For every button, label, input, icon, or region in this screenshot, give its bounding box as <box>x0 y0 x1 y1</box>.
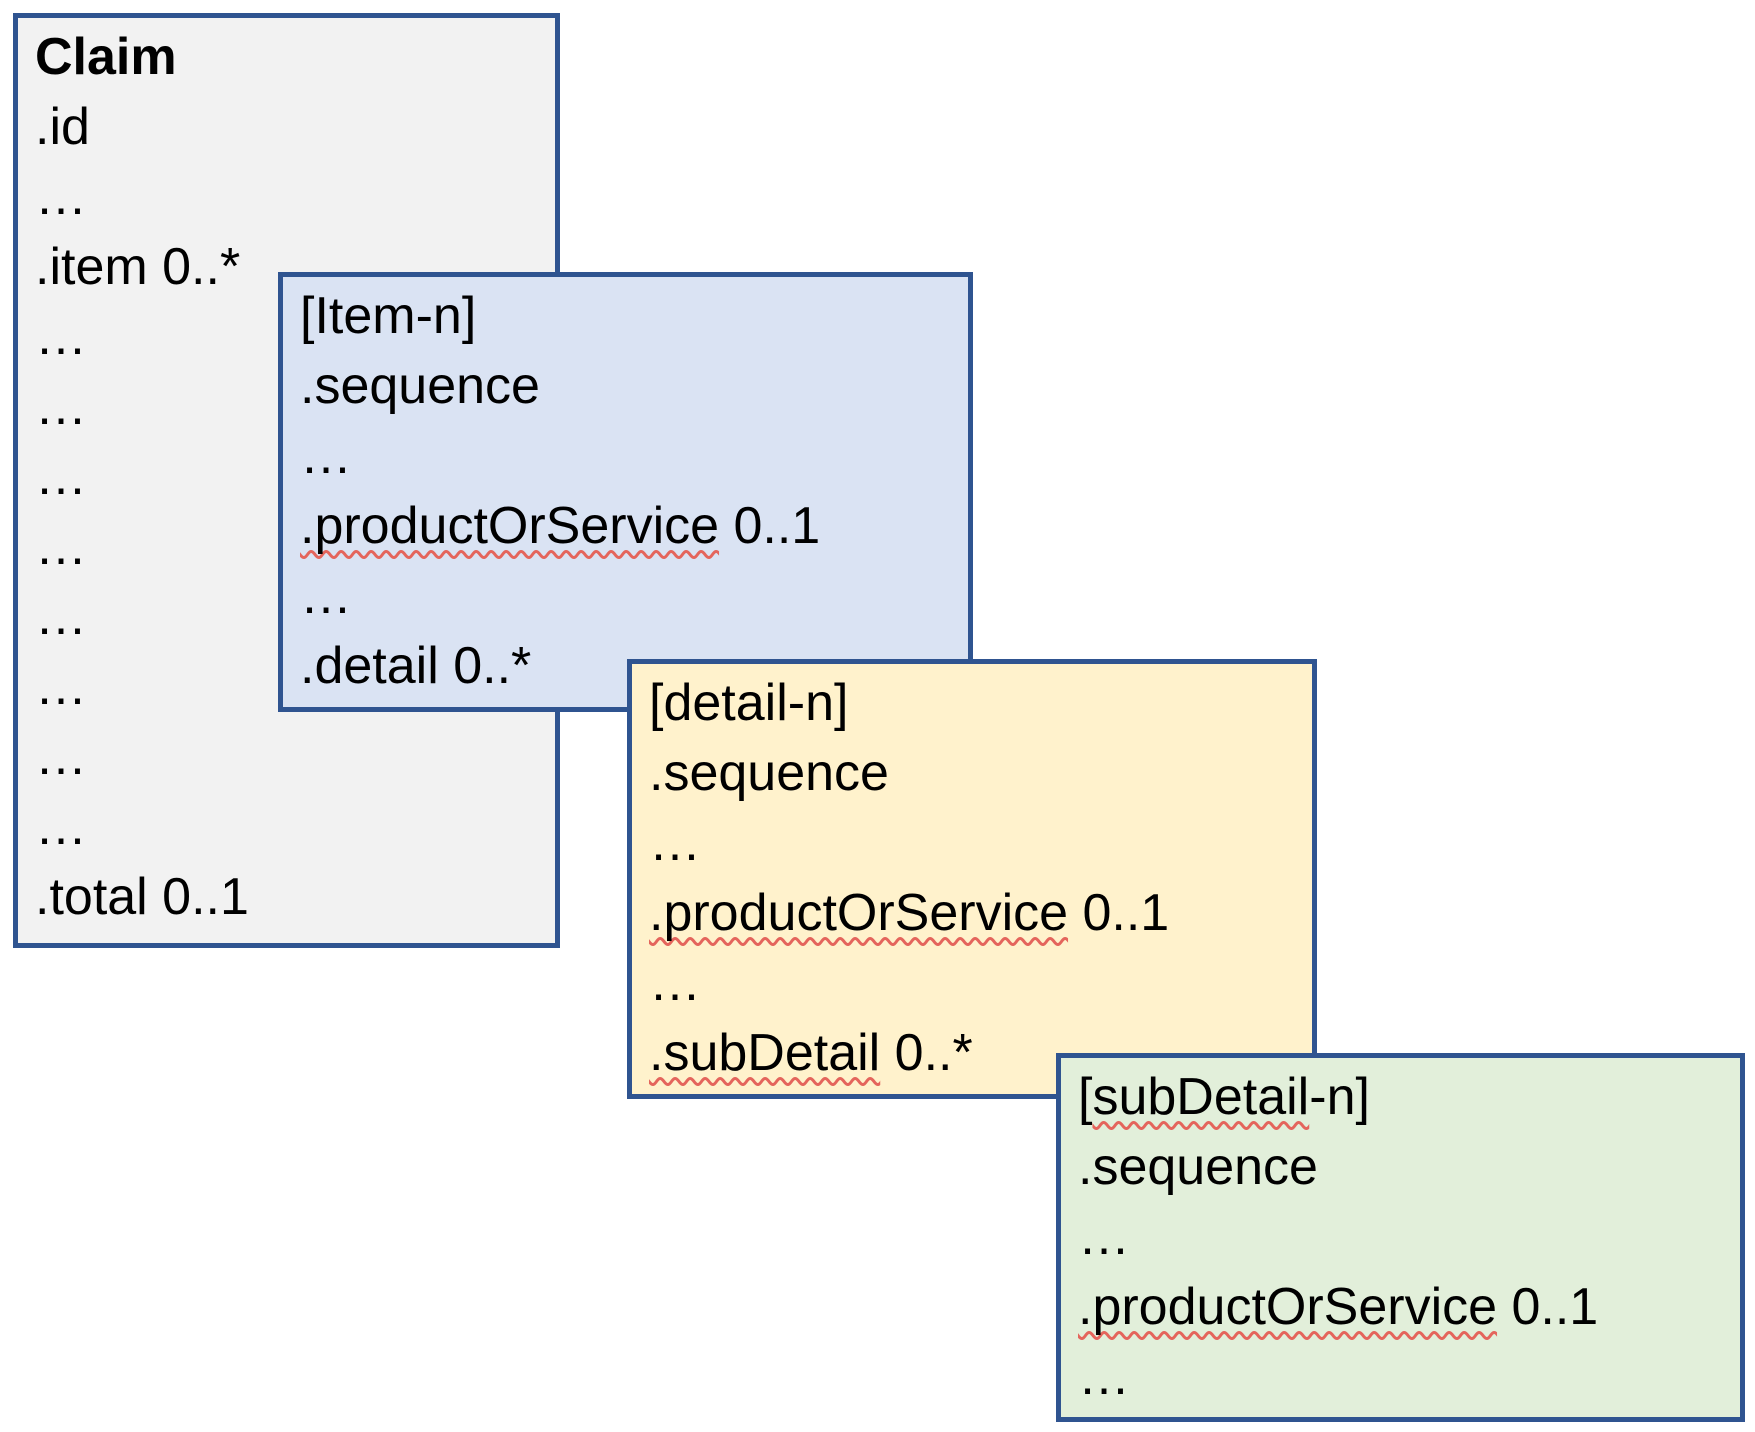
field-text: … <box>1078 1208 1130 1266</box>
field-text: … <box>35 168 87 226</box>
field-text: .item 0..* <box>35 238 241 296</box>
field-text: … <box>35 448 87 506</box>
field-squiggle-text: .productOrService <box>1078 1278 1498 1336</box>
field-line: .sequence <box>1078 1132 1730 1202</box>
field-text: … <box>35 658 87 716</box>
field-text: .sequence <box>300 357 540 415</box>
field-line: … <box>35 512 545 582</box>
field-line: .total 0..1 <box>35 862 545 932</box>
field-line: … <box>1078 1342 1730 1412</box>
title-text: [ <box>1078 1068 1093 1126</box>
field-line: … <box>35 372 545 442</box>
field-text: … <box>35 378 87 436</box>
title-text: [detail-n] <box>649 674 849 732</box>
title-text: [Item-n] <box>300 287 477 345</box>
field-line: … <box>35 582 545 652</box>
field-text: … <box>649 814 701 872</box>
field-line: … <box>649 808 1302 878</box>
field-line: .productOrService 0..1 <box>1078 1272 1730 1342</box>
field-line: … <box>649 948 1302 1018</box>
claim-box-fields: .id … .item 0..* … … … … … … … … .total 0..1 <box>35 92 545 932</box>
detail-box: [detail-n] .sequence … .productOrService 0… <box>627 659 1317 1099</box>
field-text: .sequence <box>1078 1138 1318 1196</box>
item-box-title: [Item-n] <box>300 281 958 351</box>
field-text: 0..* <box>880 1024 973 1082</box>
field-line: … <box>1078 1202 1730 1272</box>
field-line: .sequence <box>300 351 958 421</box>
field-line: .id <box>35 92 545 162</box>
field-text: 0..1 <box>1497 1278 1599 1336</box>
field-text: … <box>35 728 87 786</box>
field-line: … <box>35 792 545 862</box>
field-text: 0..1 <box>1068 884 1170 942</box>
field-squiggle-text: .productOrService <box>300 497 720 555</box>
item-box: [Item-n] .sequence … .productOrService 0..… <box>278 272 973 712</box>
field-line: .sequence <box>649 738 1302 808</box>
field-line: .item 0..* <box>35 232 545 302</box>
field-line: .productOrService 0..1 <box>649 878 1302 948</box>
field-text: … <box>35 518 87 576</box>
field-line: … <box>35 652 545 722</box>
field-text: … <box>35 798 87 856</box>
field-line: … <box>300 561 958 631</box>
detail-box-fields: .sequence … .productOrService 0..1 … .subDet… <box>649 738 1302 1088</box>
field-line: … <box>35 302 545 372</box>
claim-box-title: Claim <box>35 22 545 92</box>
field-text: … <box>1078 1348 1130 1406</box>
field-line: .subDetail 0..* <box>649 1018 1302 1088</box>
field-text: .total 0..1 <box>35 868 249 926</box>
field-text: .sequence <box>649 744 889 802</box>
field-text: … <box>35 308 87 366</box>
subdetail-box-fields: .sequence … .productOrService 0..1 … <box>1078 1132 1730 1412</box>
field-line: … <box>300 421 958 491</box>
item-box-fields: .sequence … .productOrService 0..1 … .detail… <box>300 351 958 701</box>
field-line: .detail 0..* <box>300 631 958 701</box>
subdetail-box-title: [subDetail-n] <box>1078 1062 1730 1132</box>
subdetail-box: [subDetail-n] .sequence … .productOrServic… <box>1056 1053 1745 1422</box>
title-suffix-text: -n] <box>1309 1068 1370 1126</box>
field-text: … <box>649 954 701 1012</box>
field-line: … <box>35 722 545 792</box>
field-text: 0..1 <box>719 497 821 555</box>
title-squiggle-text: subDetail <box>1092 1068 1310 1126</box>
field-text: .detail 0..* <box>300 637 532 695</box>
field-squiggle-text: .subDetail <box>649 1024 881 1082</box>
field-line: … <box>35 162 545 232</box>
field-line: … <box>35 442 545 512</box>
field-text: … <box>300 427 352 485</box>
field-text: .id <box>35 98 90 156</box>
field-squiggle-text: .productOrService <box>649 884 1069 942</box>
field-text: … <box>35 588 87 646</box>
field-text: … <box>300 567 352 625</box>
title-text: Claim <box>35 28 177 86</box>
detail-box-title: [detail-n] <box>649 668 1302 738</box>
field-line: .productOrService 0..1 <box>300 491 958 561</box>
